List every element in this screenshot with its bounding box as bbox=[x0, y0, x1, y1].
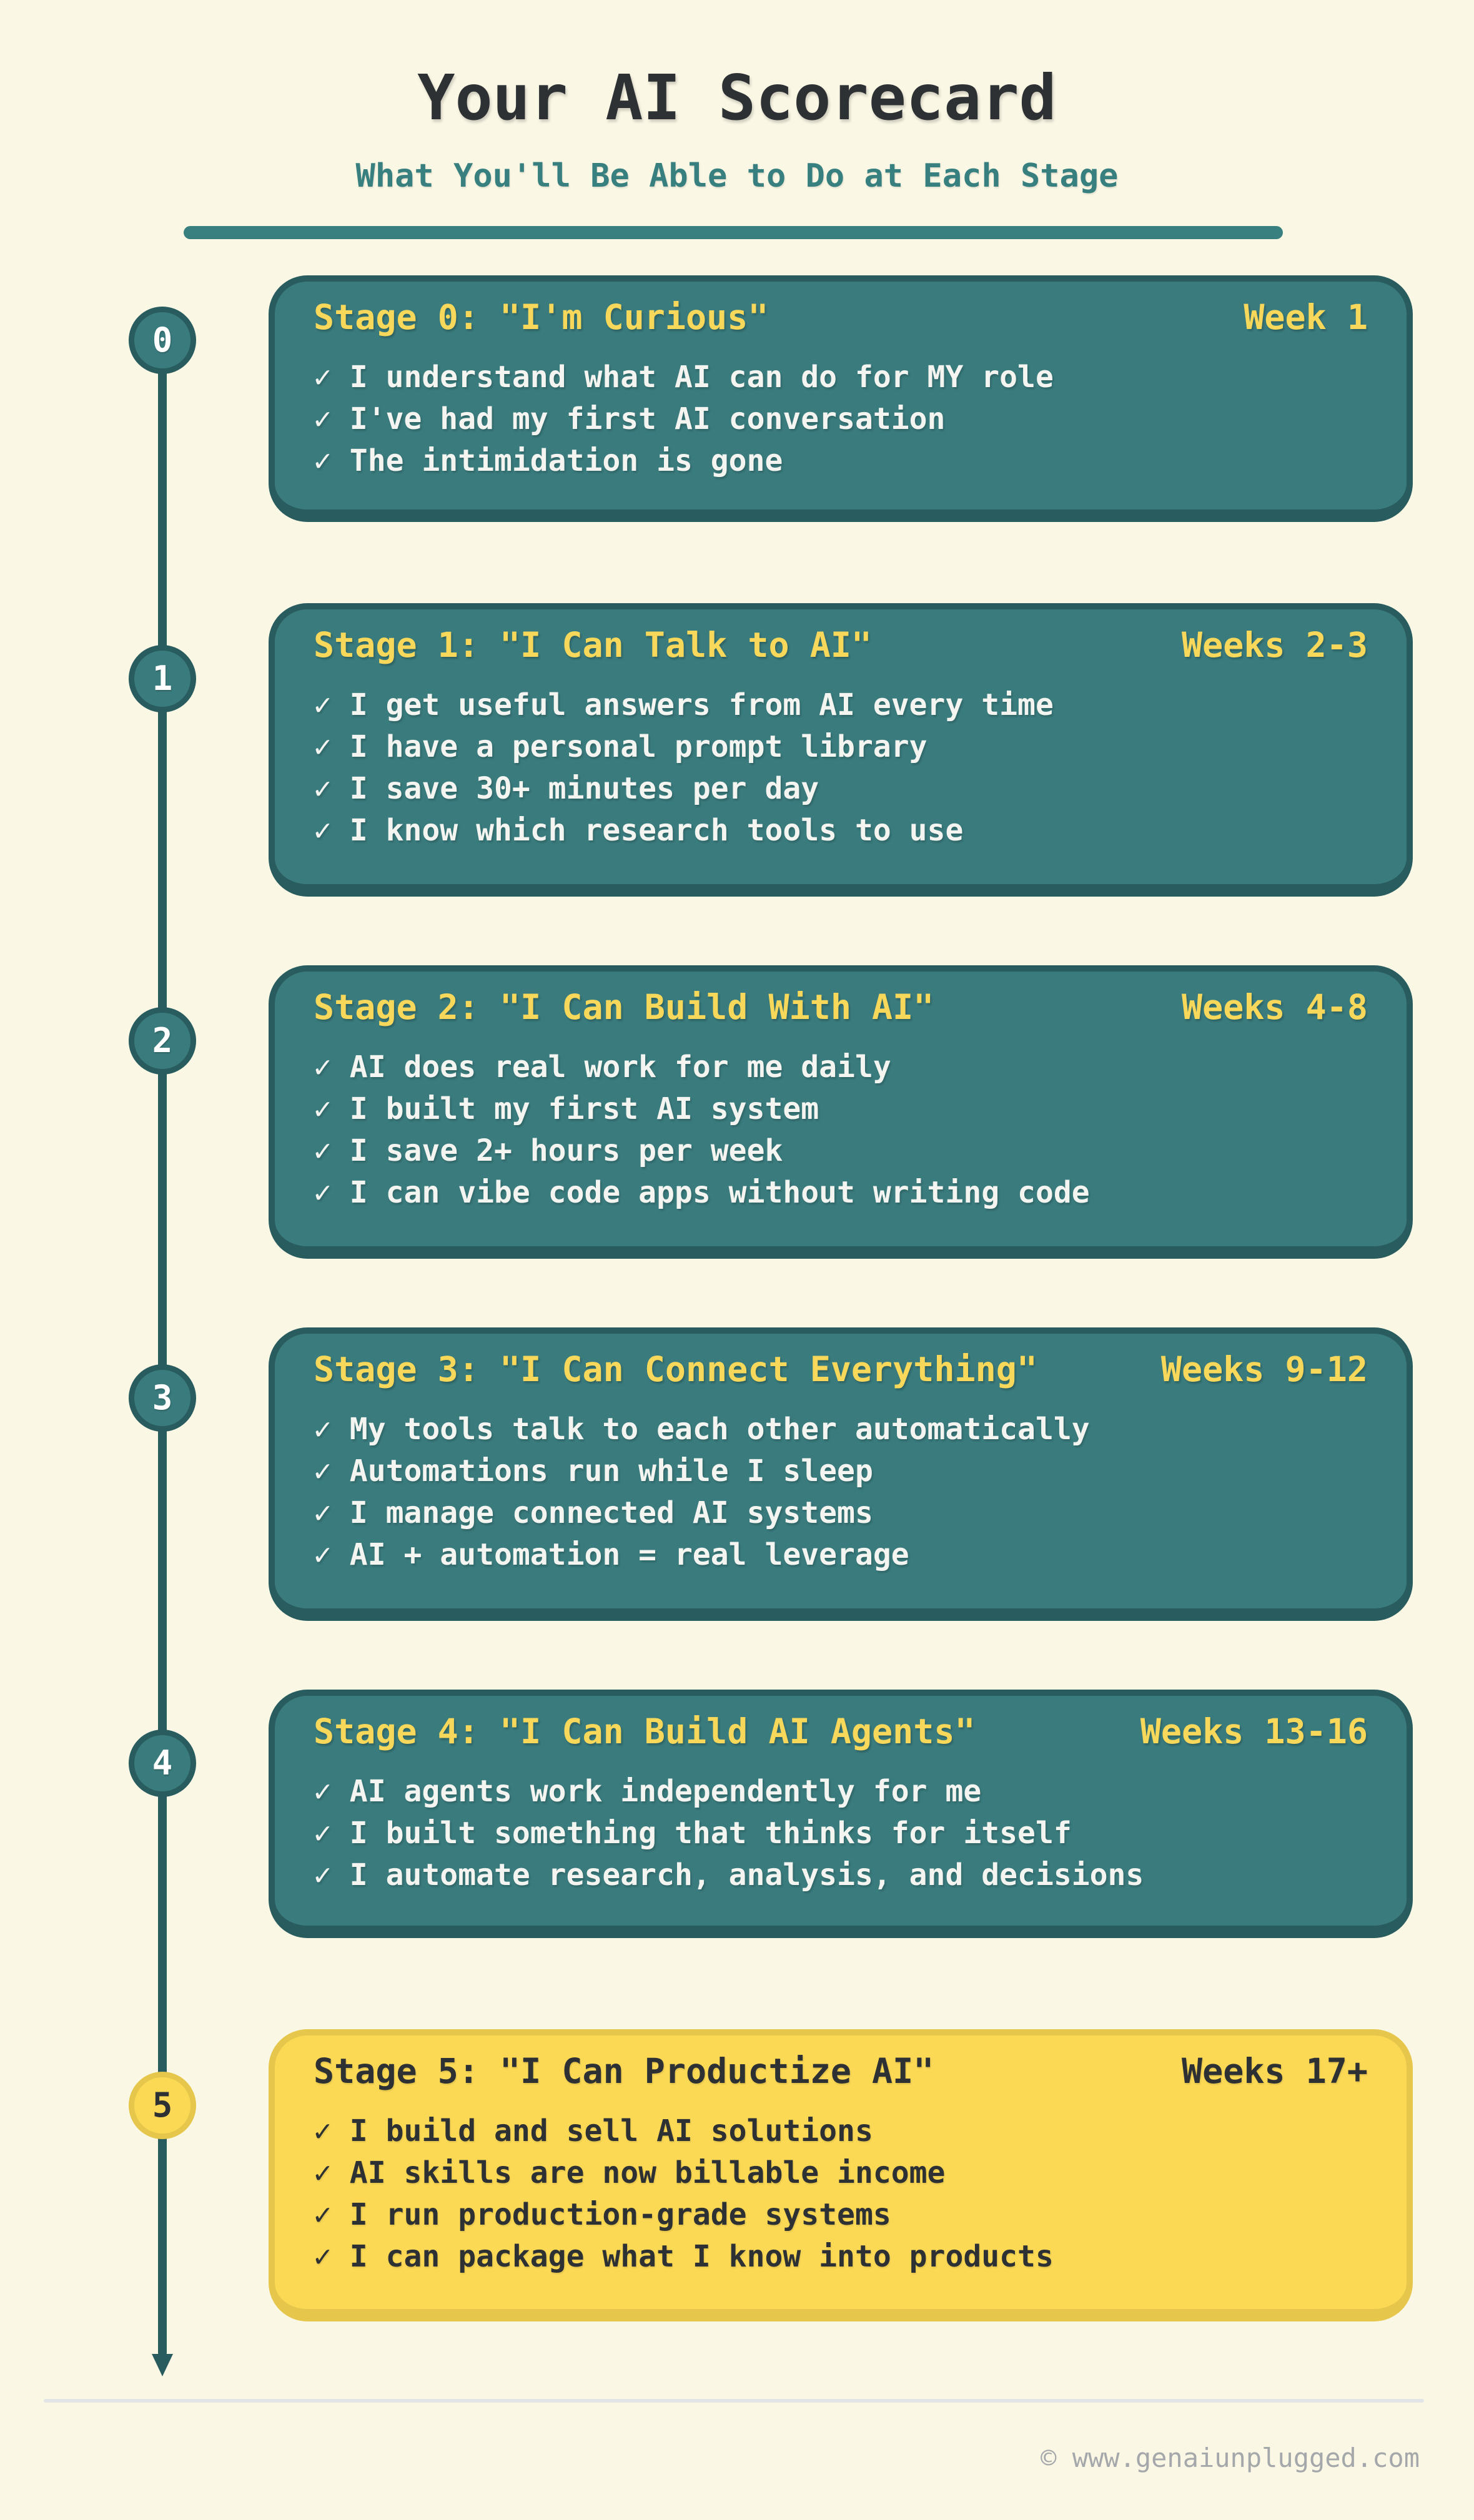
timeline-node: 0 bbox=[129, 307, 196, 374]
checklist-item: ✓ AI does real work for me daily bbox=[314, 1050, 891, 1085]
page-title: Your AI Scorecard bbox=[417, 61, 1057, 134]
checklist-item: ✓ I build and sell AI solutions bbox=[314, 2114, 873, 2148]
stage-checklist: ✓ I build and sell AI solutions ✓ AI skil… bbox=[314, 2110, 1368, 2278]
checklist-item: ✓ I automate research, analysis, and dec… bbox=[314, 1858, 1144, 1892]
checklist-item: ✓ Automations run while I sleep bbox=[314, 1454, 873, 1489]
stage-week-badge: Weeks 4-8 bbox=[1181, 987, 1368, 1027]
stage-number: 5 bbox=[152, 2085, 173, 2125]
stage-card: Stage 0: "I'm Curious" Week 1 ✓ I unders… bbox=[269, 275, 1413, 522]
checklist-item: ✓ I can package what I know into product… bbox=[314, 2239, 1054, 2274]
header-divider bbox=[184, 226, 1283, 239]
stage-title: Stage 5: "I Can Productize AI" bbox=[314, 2051, 934, 2091]
checklist-item: ✓ I save 30+ minutes per day bbox=[314, 771, 819, 806]
checklist-item: ✓ I get useful answers from AI every tim… bbox=[314, 687, 1054, 722]
stage-number: 2 bbox=[152, 1021, 173, 1060]
stage-checklist: ✓ AI agents work independently for me ✓ I… bbox=[314, 1771, 1368, 1896]
stage-checklist: ✓ My tools talk to each other automatica… bbox=[314, 1409, 1368, 1576]
copyright-text: © www.genaiunplugged.com bbox=[1041, 2443, 1420, 2473]
timeline-node: 5 bbox=[129, 2072, 196, 2139]
stage-card-header: Stage 1: "I Can Talk to AI" Weeks 2-3 bbox=[314, 624, 1368, 666]
checklist-item: ✓ AI skills are now billable income bbox=[314, 2155, 946, 2190]
checklist-item: ✓ The intimidation is gone bbox=[314, 443, 783, 478]
timeline-node: 2 bbox=[129, 1007, 196, 1075]
stage-card: Stage 3: "I Can Connect Everything" Week… bbox=[269, 1327, 1413, 1621]
stage-week-badge: Week 1 bbox=[1244, 297, 1368, 337]
stage-title: Stage 2: "I Can Build With AI" bbox=[314, 987, 934, 1027]
footer-divider bbox=[44, 2399, 1424, 2403]
stage-card-header: Stage 0: "I'm Curious" Week 1 bbox=[314, 297, 1368, 338]
checklist-item: ✓ I understand what AI can do for MY rol… bbox=[314, 360, 1054, 395]
stage-number: 1 bbox=[152, 659, 173, 698]
checklist-item: ✓ I know which research tools to use bbox=[314, 813, 964, 848]
stage-card: Stage 4: "I Can Build AI Agents" Weeks 1… bbox=[269, 1690, 1413, 1938]
stage-number: 0 bbox=[152, 320, 173, 360]
stage-checklist: ✓ I get useful answers from AI every tim… bbox=[314, 684, 1368, 852]
stage-week-badge: Weeks 13-16 bbox=[1140, 1711, 1368, 1751]
checklist-item: ✓ AI agents work independently for me bbox=[314, 1774, 982, 1809]
page-subtitle: What You'll Be Able to Do at Each Stage bbox=[355, 157, 1119, 195]
checklist-item: ✓ AI + automation = real leverage bbox=[314, 1537, 909, 1572]
checklist-item: ✓ I've had my first AI conversation bbox=[314, 401, 946, 436]
timeline-line bbox=[158, 340, 167, 2357]
stage-title: Stage 3: "I Can Connect Everything" bbox=[314, 1349, 1037, 1389]
timeline-node: 4 bbox=[129, 1730, 196, 1797]
stage-card-header: Stage 5: "I Can Productize AI" Weeks 17+ bbox=[314, 2050, 1368, 2092]
checklist-item: ✓ I manage connected AI systems bbox=[314, 1495, 873, 1530]
checklist-item: ✓ I can vibe code apps without writing c… bbox=[314, 1175, 1090, 1210]
stage-card-header: Stage 2: "I Can Build With AI" Weeks 4-8 bbox=[314, 987, 1368, 1028]
stage-card-header: Stage 3: "I Can Connect Everything" Week… bbox=[314, 1349, 1368, 1390]
stage-card: Stage 5: "I Can Productize AI" Weeks 17+… bbox=[269, 2029, 1413, 2321]
checklist-item: ✓ I built my first AI system bbox=[314, 1091, 819, 1126]
timeline-node: 1 bbox=[129, 645, 196, 712]
checklist-item: ✓ I built something that thinks for itse… bbox=[314, 1816, 1072, 1851]
checklist-item: ✓ I have a personal prompt library bbox=[314, 729, 927, 764]
checklist-item: ✓ I save 2+ hours per week bbox=[314, 1133, 783, 1168]
stage-title: Stage 1: "I Can Talk to AI" bbox=[314, 625, 873, 665]
stage-title: Stage 4: "I Can Build AI Agents" bbox=[314, 1711, 976, 1751]
stage-card-header: Stage 4: "I Can Build AI Agents" Weeks 1… bbox=[314, 1711, 1368, 1752]
timeline-arrow-icon bbox=[152, 2354, 173, 2376]
stage-card: Stage 1: "I Can Talk to AI" Weeks 2-3 ✓ … bbox=[269, 603, 1413, 897]
stage-number: 4 bbox=[152, 1743, 173, 1783]
stage-week-badge: Weeks 2-3 bbox=[1181, 625, 1368, 665]
checklist-item: ✓ I run production-grade systems bbox=[314, 2197, 891, 2232]
checklist-item: ✓ My tools talk to each other automatica… bbox=[314, 1412, 1090, 1447]
stage-week-badge: Weeks 17+ bbox=[1181, 2051, 1368, 2091]
timeline-node: 3 bbox=[129, 1364, 196, 1432]
stage-checklist: ✓ AI does real work for me daily ✓ I buil… bbox=[314, 1046, 1368, 1214]
stage-week-badge: Weeks 9-12 bbox=[1160, 1349, 1368, 1389]
stage-number: 3 bbox=[152, 1378, 173, 1417]
stage-card: Stage 2: "I Can Build With AI" Weeks 4-8… bbox=[269, 965, 1413, 1259]
stage-title: Stage 0: "I'm Curious" bbox=[314, 297, 769, 337]
stage-checklist: ✓ I understand what AI can do for MY rol… bbox=[314, 357, 1368, 482]
